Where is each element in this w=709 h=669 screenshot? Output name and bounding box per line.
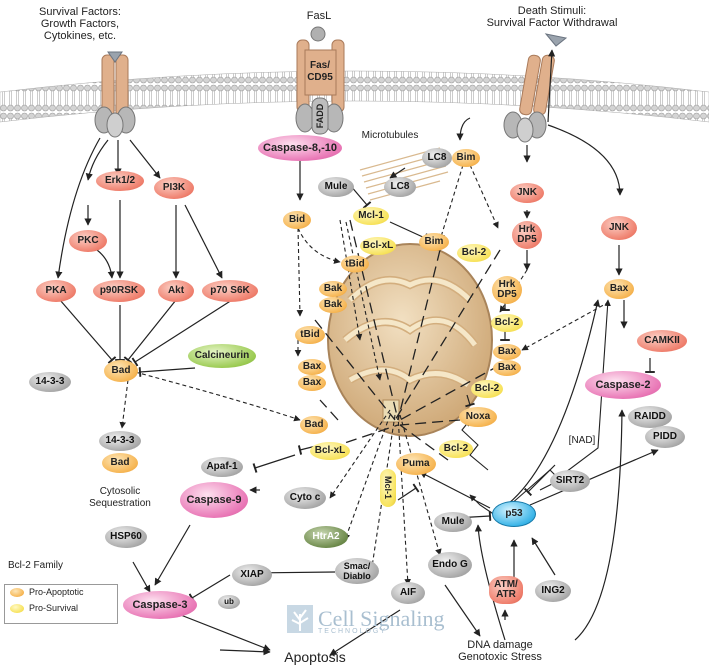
bax-node-3: Bax (493, 344, 521, 360)
inhibit-lines (59, 184, 655, 603)
pkc-node: PKC (69, 230, 107, 252)
cell-signaling-logo: Cell Signaling TECHNOLOGY (286, 604, 445, 635)
bcl2-node-d: Bcl-2 (439, 440, 473, 458)
caspase3-node: Caspase-3 (123, 591, 197, 619)
legend-item-pro-apoptotic: Pro-Apoptotic (10, 587, 84, 597)
bcl-xl-node-1: Bcl-xL (360, 237, 396, 255)
akt-node: Akt (158, 280, 194, 302)
cyto-c-node: Cyto c (284, 487, 326, 509)
legend-label-pro-apoptotic: Pro-Apoptotic (29, 587, 84, 597)
14-3-3-node-a: 14-3-3 (29, 372, 71, 392)
death-stimuli-label: Death Stimuli: Survival Factor Withdrawa… (486, 5, 618, 29)
bim-node-1: Bim (452, 149, 480, 167)
dna-damage-label: DNA damage Genotoxic Stress (458, 639, 542, 663)
fas-cd95-label: Fas/ CD95 (307, 60, 333, 83)
legend-label-pro-survival: Pro-Survival (29, 603, 79, 613)
bad-node-2: Bad (102, 453, 138, 473)
apaf1-node: Apaf-1 (201, 457, 243, 477)
pi3k-node: PI3K (154, 177, 194, 199)
bcl2-node-c: Bcl-2 (471, 380, 503, 398)
htra2-node: HtrA2 (304, 526, 348, 548)
mule-node-1: Mule (318, 177, 354, 197)
nad-label: [NAD] (568, 435, 596, 446)
atm-atr-node: ATM/ ATR (489, 576, 523, 604)
bak-node-2: Bak (319, 297, 347, 313)
receptor-right-icon (503, 33, 568, 143)
pka-node: PKA (36, 280, 76, 302)
bax-node-1: Bax (298, 359, 326, 375)
fadd-label: FADD (315, 103, 325, 129)
sirt2-node: SIRT2 (550, 470, 590, 492)
pro-apoptotic-swatch-icon (10, 587, 24, 597)
calcineurin-node: Calcineurin (188, 344, 256, 368)
xiap-node: XIAP (232, 564, 272, 586)
14-3-3-node-b: 14-3-3 (99, 431, 141, 451)
microtubules-label: Microtubules (361, 130, 419, 141)
pidd-node: PIDD (645, 426, 685, 448)
p70s6k-node: p70 S6K (202, 280, 258, 302)
aif-node: AIF (391, 582, 425, 604)
lc8-node-a: LC8 (422, 148, 452, 168)
hrk-dp5-node-1: Hrk DP5 (512, 221, 542, 249)
puma-node: Puma (396, 453, 436, 475)
bak-node-1: Bak (319, 281, 347, 297)
logo-tree-icon (287, 605, 313, 633)
jnk-node-2: JNK (601, 216, 637, 240)
legend-item-pro-survival: Pro-Survival (10, 603, 78, 613)
raidd-node: RAIDD (628, 406, 672, 428)
p53-node: p53 (492, 501, 536, 527)
bax-node-5: Bax (604, 279, 634, 299)
mcl1-node-a: Mcl-1 (353, 207, 389, 225)
smac-diablo-node: Smac/ Diablo (335, 558, 379, 584)
fasl-label: FasL (306, 10, 332, 22)
tbid-node-1: tBid (341, 255, 369, 273)
erk12-node: Erk1/2 (96, 171, 144, 191)
bad-node-3: Bad (300, 416, 328, 434)
tbid-node-2: tBid (295, 326, 325, 344)
long-dashed-lines (314, 219, 501, 461)
camkii-node: CAMKII (637, 330, 687, 352)
bax-node-4: Bax (493, 360, 521, 376)
logo-name: Cell Signaling (318, 606, 445, 631)
pro-survival-swatch-icon (10, 603, 24, 613)
ing2-node: ING2 (535, 580, 571, 602)
fas-receptor-icon (295, 26, 345, 135)
bcl-xl-node-2: Bcl-xL (310, 442, 350, 460)
noxa-node: Noxa (459, 407, 497, 427)
jnk-node-1: JNK (510, 183, 544, 203)
arrows-solid (55, 49, 659, 656)
hsp60-node: HSP60 (105, 526, 147, 548)
bim-node-2: Bim (419, 233, 449, 251)
receptor-left-icon (94, 51, 136, 138)
mule-node-2: Mule (434, 512, 472, 532)
mcl1-node-b: Mcl-1 (380, 469, 396, 507)
bid-node: Bid (283, 211, 311, 229)
bad-node-1: Bad (104, 360, 138, 382)
endo-g-node: Endo G (428, 552, 472, 578)
p90rsk-node: p90RSK (93, 280, 145, 302)
lc8-node-b: LC8 (384, 177, 416, 197)
mito-pore-icon (382, 399, 400, 423)
hrk-dp5-node-2: Hrk DP5 (492, 276, 522, 304)
cytosolic-sequestration-label: Cytosolic Sequestration (89, 486, 151, 509)
apoptosis-label: Apoptosis (284, 649, 346, 665)
caspase2-node: Caspase-2 (585, 371, 661, 399)
caspase-8-10-node: Caspase-8,-10 (258, 135, 342, 161)
logo-subtitle: TECHNOLOGY (318, 628, 388, 635)
bax-node-2: Bax (298, 375, 326, 391)
bcl2-node-a: Bcl-2 (457, 244, 491, 262)
survival-factors-label: Survival Factors: Growth Factors, Cytoki… (39, 6, 121, 42)
bcl2-node-b: Bcl-2 (491, 314, 523, 332)
caspase9-node: Caspase-9 (180, 482, 248, 518)
legend-title: Bcl-2 Family (8, 560, 64, 571)
legend-box (4, 584, 118, 624)
arrows-dashed (119, 164, 610, 586)
mitochondrion-icon (327, 243, 493, 437)
ub-node: ub (218, 595, 240, 609)
